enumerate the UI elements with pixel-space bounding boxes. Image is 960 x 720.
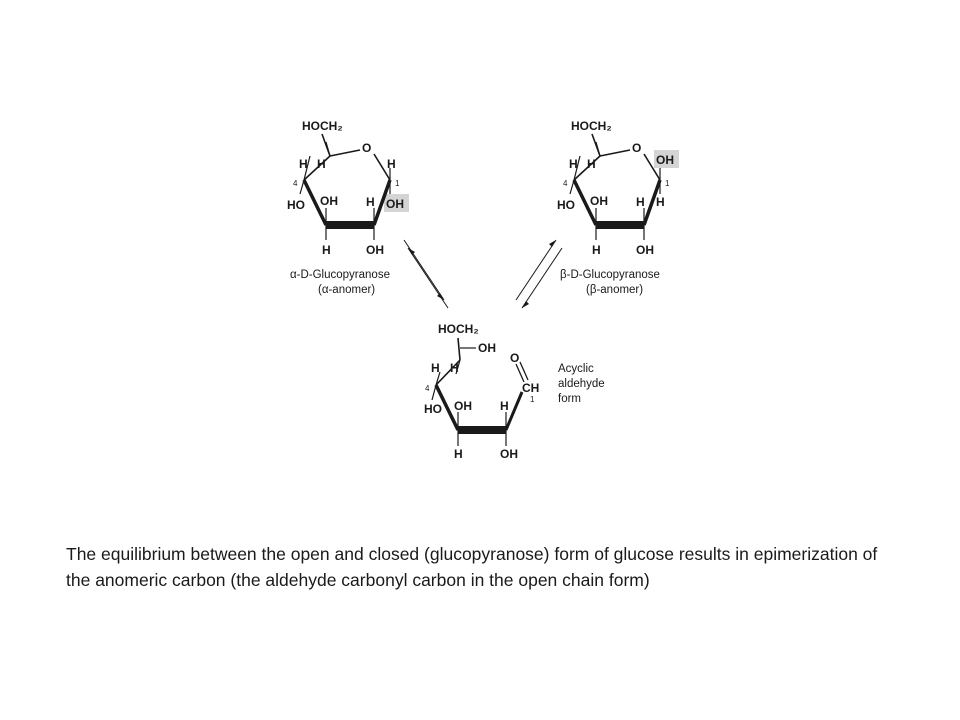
beta-name-label: β-D-Glucopyranose: [560, 269, 660, 281]
beta-oh-c3-label: OH: [590, 194, 608, 208]
alpha-ho-c4-label: HO: [287, 198, 305, 212]
acyclic-h-c5-label: H: [431, 361, 440, 375]
acyclic-label-line3: form: [558, 393, 581, 405]
acyclic-oh-c5-label: OH: [478, 341, 496, 355]
beta-carbon-number-4: 4: [563, 179, 568, 188]
beta-h-c1-label: H: [656, 195, 665, 209]
acyclic-carbonyl-oxygen-label: O: [510, 351, 519, 365]
acyclic-oh-c2-label: OH: [500, 447, 518, 461]
alpha-carbon-number-4: 4: [293, 179, 298, 188]
alpha-oh-c3-label: OH: [320, 194, 338, 208]
beta-hoch2-label: HOCH₂: [571, 119, 612, 133]
figure-caption: The equilibrium between the open and clo…: [66, 544, 878, 590]
acyclic-aldehyde-structure: HOCH₂ OH H H O CH 4 1 HO OH H H OH Acycl…: [424, 322, 605, 461]
acyclic-carbon-number-1: 1: [530, 395, 535, 404]
beta-ho-c4-label: HO: [557, 198, 575, 212]
beta-anomeric-oh-label: OH: [656, 153, 674, 167]
beta-oh-c2-label: OH: [636, 243, 654, 257]
alpha-h-c4-label: H: [317, 157, 326, 171]
alpha-ring-oxygen-label: O: [362, 141, 371, 155]
acyclic-h-c2-label: H: [500, 399, 509, 413]
acyclic-label-line2: aldehyde: [558, 378, 605, 390]
equilibrium-arrow-right: [515, 239, 563, 309]
acyclic-h-c4-label: H: [450, 361, 459, 375]
beta-carbon-number-1: 1: [665, 179, 670, 188]
beta-anomeric-oh-highlight: [654, 150, 679, 168]
alpha-oh-c2-label: OH: [366, 243, 384, 257]
beta-anomer-label: (β-anomer): [586, 284, 643, 296]
alpha-anomeric-oh-label: OH: [386, 197, 404, 211]
beta-ring-oxygen-label: O: [632, 141, 641, 155]
beta-h-c3-label: H: [592, 243, 601, 257]
acyclic-label-line1: Acyclic: [558, 363, 594, 375]
acyclic-h-c3-label: H: [454, 447, 463, 461]
glucose-equilibrium-figure: HOCH₂ O H H H 4 1 HO OH H OH H OH α-D-Gl…: [270, 100, 710, 480]
alpha-h-c2-label: H: [366, 195, 375, 209]
alpha-anomer-label: (α-anomer): [318, 284, 375, 296]
acyclic-carbon-number-4: 4: [425, 384, 430, 393]
alpha-carbon-number-1: 1: [395, 179, 400, 188]
alpha-h-c3-label: H: [322, 243, 331, 257]
acyclic-oh-c3-label: OH: [454, 399, 472, 413]
alpha-anomeric-oh-highlight: [384, 194, 409, 212]
beta-h-c4-label: H: [587, 157, 596, 171]
alpha-hoch2-label: HOCH₂: [302, 119, 343, 133]
beta-h-c2-label: H: [636, 195, 645, 209]
acyclic-ho-c4-label: HO: [424, 402, 442, 416]
equilibrium-arrow-left: [403, 239, 449, 309]
beta-glucopyranose-structure: HOCH₂ O H H OH 4 1 HO OH H H H OH β-D-Gl…: [557, 119, 679, 296]
beta-h-c5-label: H: [569, 157, 578, 171]
alpha-h-c1-label: H: [387, 157, 396, 171]
acyclic-hoch2-label: HOCH₂: [438, 322, 479, 336]
alpha-h-c5-label: H: [299, 157, 308, 171]
alpha-glucopyranose-structure: HOCH₂ O H H H 4 1 HO OH H OH H OH α-D-Gl…: [287, 119, 409, 296]
acyclic-aldehyde-ch-label: CH: [522, 381, 539, 395]
alpha-name-label: α-D-Glucopyranose: [290, 269, 390, 281]
